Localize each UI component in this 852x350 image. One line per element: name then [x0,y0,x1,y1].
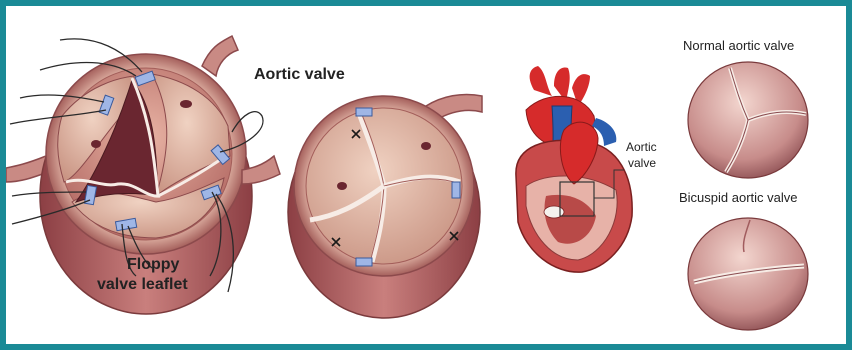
bicuspid-aortic-valve-drawing [688,218,808,330]
bicuspid-valve-caption: Bicuspid aortic valve [679,190,798,205]
heart-drawing [516,66,632,272]
heart-aortic-label-line1: Aortic [626,140,657,154]
normal-valve-caption: Normal aortic valve [683,38,794,53]
normal-valve-drawing [242,94,482,318]
heart-aortic-label-line2: valve [628,156,656,170]
floppy-label-line1: Floppy [127,256,179,274]
floppy-label-line2: valve leaflet [97,276,188,294]
aortic-valve-title: Aortic valve [254,66,345,84]
normal-aortic-valve-drawing [688,62,808,178]
